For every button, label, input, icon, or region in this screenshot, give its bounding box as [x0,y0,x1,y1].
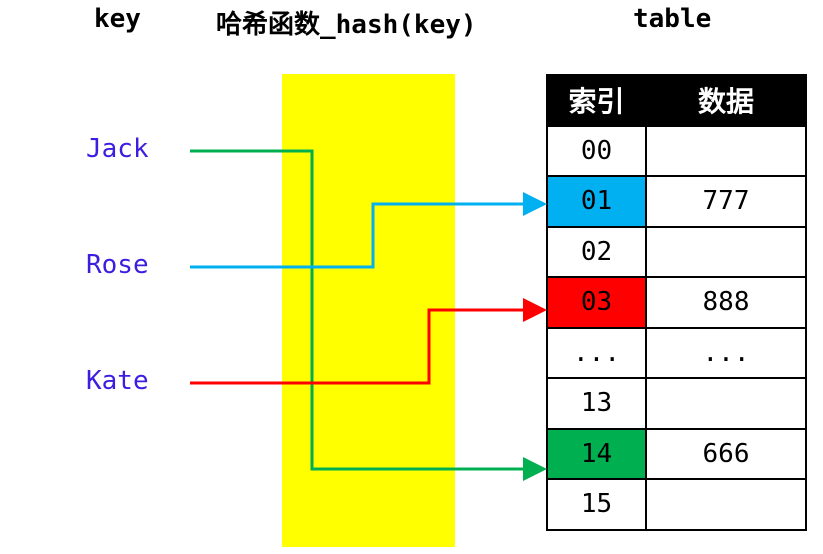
data-cell: ... [645,326,807,379]
table-header-row: 索引 数据 [546,74,807,127]
index-cell: 00 [546,124,647,177]
column-data: 数据 [645,74,807,127]
index-cell: 01 [546,175,647,228]
arrow-jack-to-14 [190,149,547,481]
index-cell: 15 [546,478,647,531]
data-cell [645,124,807,177]
data-cell [645,478,807,531]
index-cell: 14 [546,427,647,480]
key-header: key [94,4,141,34]
index-cell: 02 [546,225,647,278]
index-cell: ... [546,326,647,379]
arrow-rose-to-01 [190,192,547,269]
index-cell: 13 [546,377,647,430]
table-header: table [633,4,712,34]
data-cell [645,225,807,278]
table-row: 15 [546,478,807,531]
key-jack: Jack [86,134,149,164]
data-cell: 777 [645,175,807,228]
table-row: 00 [546,124,807,177]
data-cell: 666 [645,427,807,480]
table-row: 02 [546,225,807,278]
data-cell: 888 [645,276,807,329]
data-cell [645,377,807,430]
arrow-kate-to-03 [190,298,547,385]
key-kate: Kate [86,366,149,396]
table-row: 13 [546,377,807,430]
hash-function-header: 哈希函数_hash(key) [216,10,477,40]
index-cell: 03 [546,276,647,329]
column-index: 索引 [546,74,647,127]
key-rose: Rose [86,250,149,280]
table-row: ...... [546,326,807,379]
